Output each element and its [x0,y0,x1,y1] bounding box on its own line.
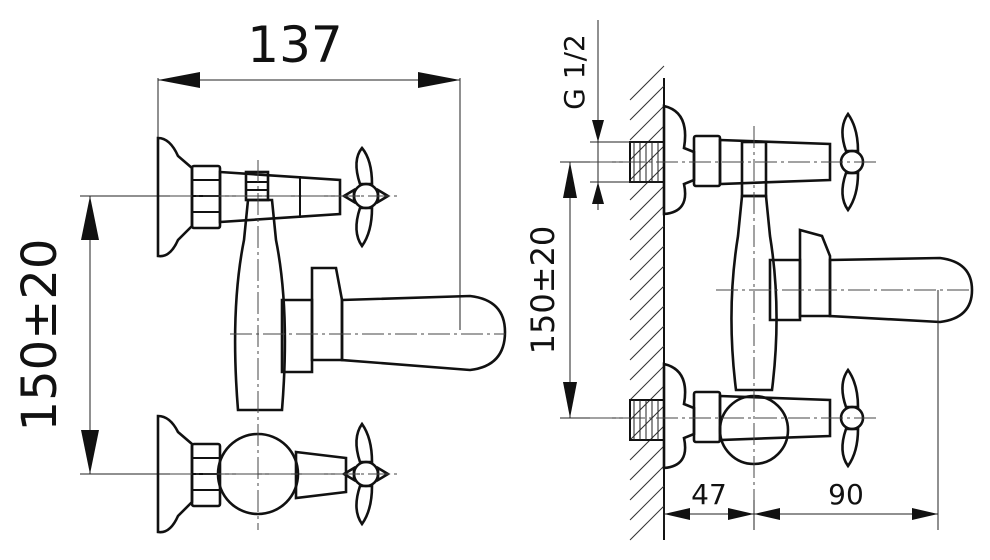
side-central-body [730,194,778,392]
spout-connector [280,298,314,374]
spout [340,294,507,372]
dimension-label-spout-reach: 90 [828,478,864,511]
top-cross-handle-icon [341,145,391,249]
dimension-label-height-side: 150±20 [524,226,562,355]
side-diverter [798,228,832,318]
side-spout-connector [768,258,802,322]
diverter-lever [310,266,344,362]
side-top-nut [692,134,722,188]
dimension-spout-reach: 90 [754,478,938,520]
side-view: G 1/2 150±20 [524,20,974,541]
bottom-thread [629,399,665,441]
central-body [233,198,287,412]
dimension-height-side: 150±20 [524,161,640,419]
dimension-label-width: 137 [247,16,342,74]
top-nut [190,164,222,230]
wall-hatch [629,65,665,541]
bottom-nut [190,442,222,508]
side-bottom-flange [662,362,696,470]
bottom-valve-body [294,450,348,500]
dimension-height-front: 150±20 [12,195,360,475]
front-view: 137 150±20 [12,16,507,534]
side-top-flange [662,104,696,216]
side-top-valve-body [718,138,832,186]
central-stem [244,170,270,202]
dimension-label-wall-offset: 47 [691,478,727,511]
side-bottom-nut [692,390,722,444]
side-spout [828,256,974,324]
dimension-label-height-front: 150±20 [12,239,68,432]
dimension-wall-offset: 47 [663,478,755,530]
dimension-label-thread: G 1/2 [558,34,591,110]
top-valve-body [218,170,342,224]
dimension-width-137: 137 [157,16,461,330]
dimension-thread: G 1/2 [558,20,664,210]
top-wall-flange [156,136,194,258]
